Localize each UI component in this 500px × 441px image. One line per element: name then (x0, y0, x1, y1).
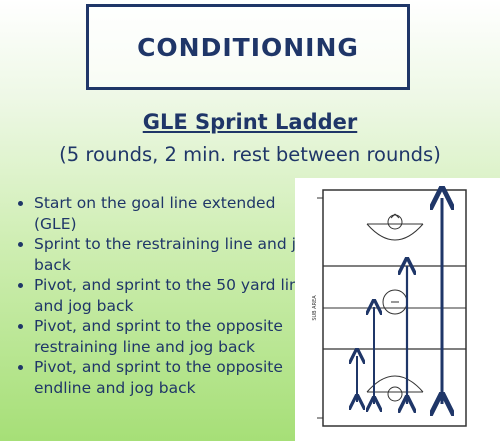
goal-mark (390, 213, 396, 219)
page-title: CONDITIONING (137, 32, 359, 62)
title-box: CONDITIONING (86, 4, 410, 90)
step-item: Pivot, and sprint to the opposite endlin… (34, 357, 316, 398)
goal-arc-top (366, 223, 424, 241)
step-item: Start on the goal line extended (GLE) (34, 193, 316, 234)
side-area-label: SUB AREA (312, 295, 318, 321)
step-item: Pivot, and sprint to the 50 yard line an… (34, 275, 316, 316)
drill-details: (5 rounds, 2 min. rest between rounds) (59, 143, 441, 166)
goal-mark (394, 213, 400, 219)
steps-list: Start on the goal line extended (GLE) Sp… (14, 193, 316, 398)
goal-crease-top (387, 214, 403, 230)
lacrosse-field-svg: SUB AREA (312, 178, 467, 427)
drill-name: GLE Sprint Ladder (142, 110, 358, 134)
step-item: Sprint to the restraining line and jog b… (34, 234, 316, 275)
step-item: Pivot, and sprint to the opposite restra… (34, 316, 316, 357)
field-diagram: SUB AREA (295, 178, 500, 441)
